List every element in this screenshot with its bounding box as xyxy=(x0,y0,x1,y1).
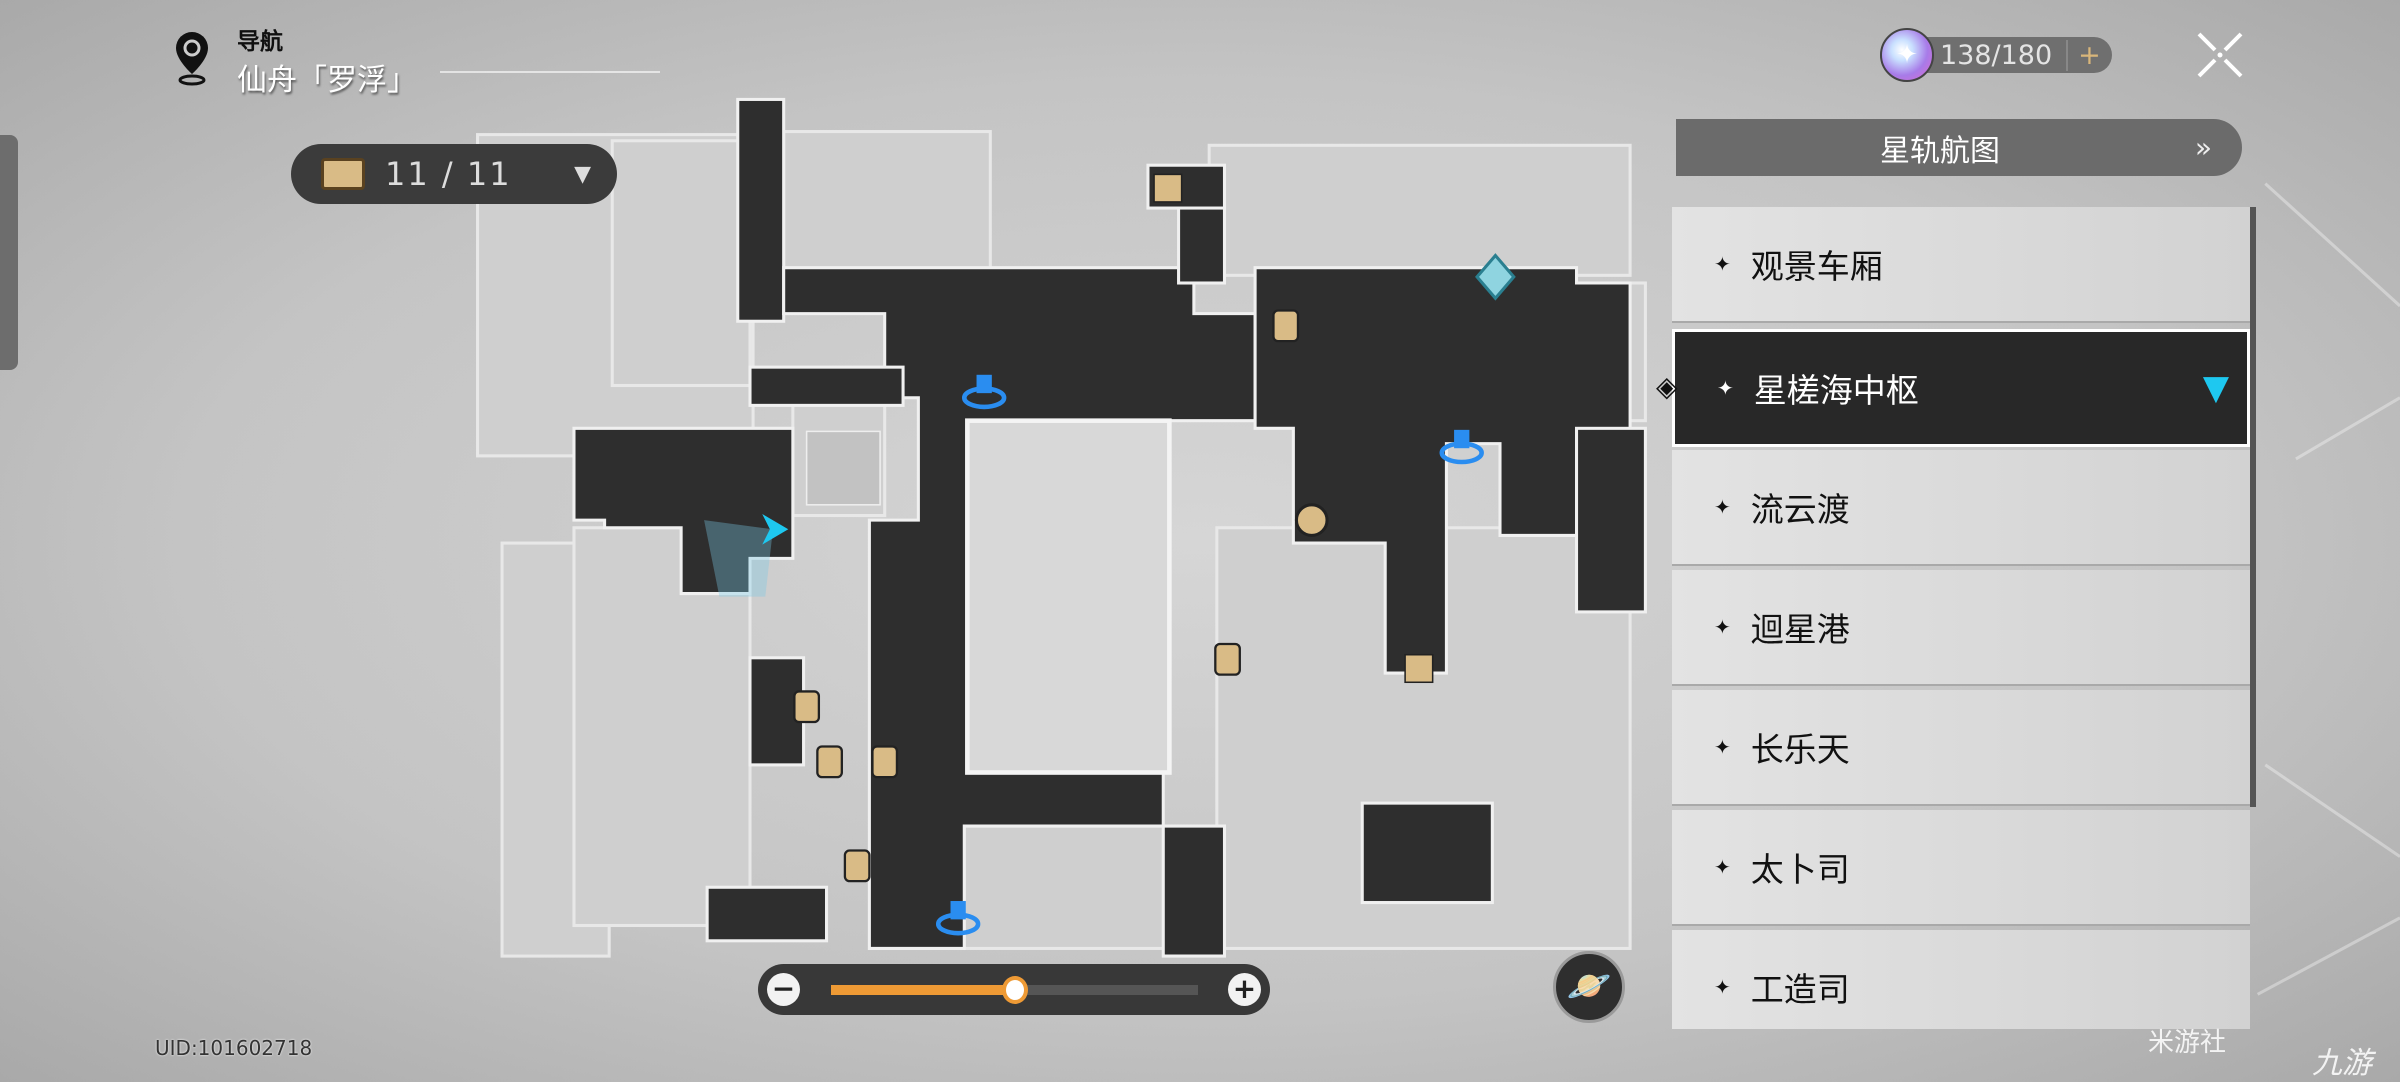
divider xyxy=(440,71,660,73)
star-icon: ✦ xyxy=(1714,495,1731,519)
player-arrow-icon xyxy=(762,513,789,545)
shop-bag-icon xyxy=(793,309,1300,883)
area-list-scrollbar[interactable] xyxy=(2250,207,2256,807)
side-panel-tab[interactable] xyxy=(0,135,18,370)
area-item[interactable]: ✦ 流云渡 xyxy=(1672,450,2250,566)
area-item[interactable]: ✦ 工造司 xyxy=(1672,930,2250,1029)
stamina-value: 138/180 xyxy=(1940,39,2053,71)
zoom-slider-fill xyxy=(831,985,1015,995)
nav-label: 导航 xyxy=(237,29,283,55)
area-label: 星槎海中枢 xyxy=(1753,371,1919,410)
area-label: 太卜司 xyxy=(1750,850,1850,889)
area-label: 长乐天 xyxy=(1750,730,1850,769)
watermark-jiuyou: 九游 xyxy=(2312,1046,2372,1081)
zoom-slider-handle[interactable] xyxy=(1001,976,1028,1004)
area-item-selected[interactable]: ✦ 星槎海中枢 ▼ xyxy=(1672,329,2250,447)
star-icon: ✦ xyxy=(1714,735,1731,759)
star-icon: ✦ xyxy=(1714,252,1731,276)
map-central-plaza xyxy=(965,418,1172,775)
map-light-areas xyxy=(476,130,1647,958)
exit-door-icon xyxy=(1153,173,1183,203)
location-pin-icon xyxy=(176,32,208,86)
star-rail-map-button[interactable]: 星轨航图 » xyxy=(1676,119,2242,176)
current-location-icon: ▼ xyxy=(2202,368,2229,408)
map-markers xyxy=(793,173,1516,936)
region-title: 仙舟「罗浮」 xyxy=(237,63,417,98)
close-icon[interactable] xyxy=(2195,30,2245,80)
area-label: 迴星港 xyxy=(1750,610,1850,649)
star-rail-map-label: 星轨航图 xyxy=(1880,133,2000,169)
area-item[interactable]: ✦ 太卜司 xyxy=(1672,810,2250,926)
dropdown-arrow-icon: ▼ xyxy=(574,161,591,187)
chest-count: 11 / 11 xyxy=(385,155,512,193)
selection-indicator-icon: ◈ xyxy=(1656,370,1678,403)
entrance-door-icon xyxy=(1404,653,1434,684)
planet-icon: 🪐 xyxy=(1566,966,1612,1007)
uid-label: UID:101602718 xyxy=(155,1036,313,1060)
star-icon: ✦ xyxy=(1714,855,1731,879)
planet-switch-button[interactable]: 🪐 xyxy=(1553,951,1625,1023)
trailblaze-power-icon: ✦ xyxy=(1880,28,1934,82)
star-icon: ✦ xyxy=(1714,975,1731,999)
minimap-lines xyxy=(2256,182,2400,996)
area-item[interactable]: ✦ 长乐天 xyxy=(1672,690,2250,806)
player-view-cone xyxy=(704,520,773,597)
double-chevron-right-icon: » xyxy=(2194,131,2212,164)
star-icon: ✦ xyxy=(1717,376,1734,400)
area-item[interactable]: ✦ 观景车厢 xyxy=(1672,207,2250,323)
area-list[interactable]: ✦ 观景车厢 ✦ 星槎海中枢 ▼ ✦ 流云渡 ✦ 迴星港 ✦ 长乐天 ✦ 太卜司 ✦ 工造司 xyxy=(1672,207,2250,1029)
star-icon: ✦ xyxy=(1714,615,1731,639)
area-label: 工造司 xyxy=(1750,970,1850,1009)
treasure-chest-icon xyxy=(321,158,365,190)
area-label: 流云渡 xyxy=(1750,490,1850,529)
area-item[interactable]: ✦ 迴星港 xyxy=(1672,570,2250,686)
wheel-icon xyxy=(1294,503,1329,537)
zoom-in-button[interactable]: + xyxy=(1228,973,1261,1006)
area-label: 观景车厢 xyxy=(1750,247,1883,286)
watermark-miyoushe: 米游社 xyxy=(2148,1028,2227,1058)
zoom-control: − + xyxy=(758,964,1270,1015)
add-stamina-button[interactable]: + xyxy=(2066,39,2101,71)
chest-counter-dropdown[interactable]: 11 / 11 ▼ xyxy=(291,144,617,204)
zoom-out-button[interactable]: − xyxy=(767,973,800,1006)
navigation-diamond-icon xyxy=(1475,253,1516,301)
zoom-slider[interactable] xyxy=(831,976,1198,1004)
